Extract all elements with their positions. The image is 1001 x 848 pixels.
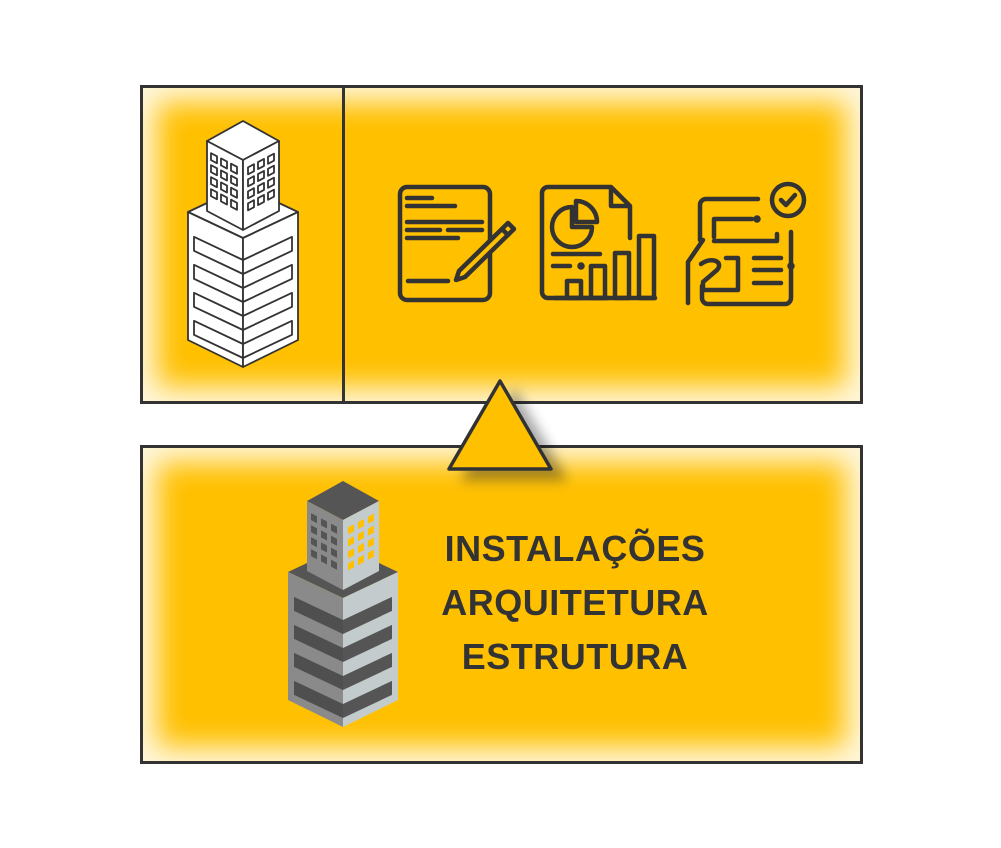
window [368,525,374,536]
window [210,164,218,177]
window [331,523,337,534]
floor-stripe [294,624,343,662]
building-outline-icon [187,120,299,368]
building-3d-icon [288,481,398,727]
window [348,560,354,571]
window [321,542,327,553]
floor-stripe [242,235,293,275]
floor-stripe [294,680,343,718]
floor-stripe [343,652,392,690]
window [311,525,317,536]
tower-roof [307,481,379,520]
window [331,535,337,546]
blueprint-approved-icon [685,181,807,307]
window [257,182,265,194]
window [220,193,228,206]
floor-stripe [242,291,293,331]
window [368,537,374,548]
window [220,169,228,182]
report-chart-icon [539,184,658,301]
window [358,554,364,566]
window [321,518,327,529]
document-pencil-icon [397,184,517,303]
window [230,198,238,211]
window [311,513,317,524]
floor-stripe [294,652,343,690]
window [257,170,265,182]
window [348,524,354,535]
connector-triangle [447,379,553,471]
window [358,518,364,530]
window [267,164,275,177]
floor-stripe [343,624,392,662]
window [267,152,275,165]
window [267,188,275,201]
window [257,194,265,206]
window [368,549,374,560]
window [321,530,327,541]
window [257,158,265,170]
window [247,199,255,212]
discipline-labels: INSTALAÇÕES ARQUITETURA ESTRUTURA [400,522,750,684]
floor-stripe [294,596,343,634]
window [358,530,364,542]
window [331,547,337,558]
panel-divider [342,85,345,404]
window [247,163,255,176]
window [311,537,317,548]
label-arquitetura: ARQUITETURA [441,582,709,623]
window [311,549,317,560]
window [230,162,238,175]
window [368,513,374,524]
window [348,536,354,547]
window [321,554,327,565]
window [210,188,218,201]
floor-stripe [242,263,293,303]
window [247,175,255,188]
floor-stripe [343,680,392,718]
window [358,542,364,554]
window [247,187,255,200]
window [331,559,337,570]
window [267,176,275,189]
bottom-panel [140,445,863,764]
floor-stripe [343,596,392,634]
window [348,548,354,559]
window [220,181,228,194]
window [210,152,218,165]
window [230,174,238,187]
label-instalacoes: INSTALAÇÕES [444,528,706,569]
window [230,186,238,199]
window [220,157,228,170]
floor-stripe [242,319,293,359]
window [210,176,218,189]
label-estrutura: ESTRUTURA [461,636,689,677]
